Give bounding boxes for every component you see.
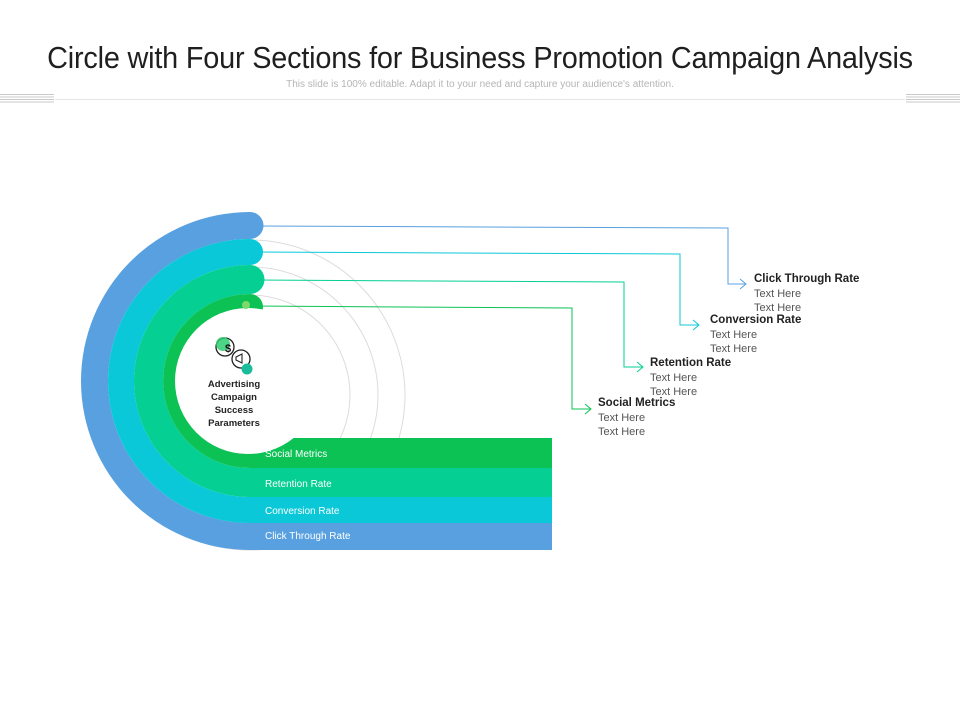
arrowhead-conversion-rate xyxy=(692,319,700,331)
center-label: Advertising Campaign Success Parameters xyxy=(208,379,260,429)
arc-retention-rate xyxy=(134,265,552,497)
connector-click-through-rate xyxy=(249,225,745,285)
callout-retention-rate: Retention Rate Text Here Text Here xyxy=(650,357,731,398)
callout-text: Text Here xyxy=(650,386,697,398)
page-subtitle: This slide is 100% editable. Adapt it to… xyxy=(286,79,674,90)
page-title: Circle with Four Sections for Business P… xyxy=(47,40,913,75)
callout-click-through-rate: Click Through Rate Text Here Text Here xyxy=(754,273,859,314)
header-rule xyxy=(55,99,905,100)
svg-text:$: $ xyxy=(225,343,231,355)
bar-label-social-metrics: Social Metrics xyxy=(265,449,327,460)
callout-title: Retention Rate xyxy=(650,357,731,369)
bar-label-conversion-rate: Conversion Rate xyxy=(265,506,340,517)
arc-social-metrics xyxy=(163,294,552,468)
header-decor-right xyxy=(906,94,960,104)
arrowhead-social-metrics xyxy=(584,403,592,415)
callout-text: Text Here xyxy=(754,288,801,300)
dollar-megaphone-chat-icon: $ xyxy=(215,337,253,375)
center-circle xyxy=(175,308,321,454)
callout-title: Social Metrics xyxy=(598,397,675,409)
connector-retention-rate xyxy=(249,279,642,368)
callout-conversion-rate: Conversion Rate Text Here Text Here xyxy=(710,314,801,355)
arrowhead-click-through-rate xyxy=(739,278,747,290)
connector-social-metrics xyxy=(247,305,590,410)
center-line-2: Campaign xyxy=(211,392,257,403)
connector-conversion-rate xyxy=(249,251,698,326)
callout-text: Text Here xyxy=(710,343,757,355)
center-line-3: Success xyxy=(215,405,254,416)
callout-text: Text Here xyxy=(710,329,757,341)
header-decor-left xyxy=(0,94,54,104)
callout-social-metrics: Social Metrics Text Here Text Here xyxy=(598,397,675,438)
center-line-1: Advertising xyxy=(208,379,260,390)
callout-text: Text Here xyxy=(598,426,645,438)
bar-label-click-through-rate: Click Through Rate xyxy=(265,531,351,542)
bar-label-retention-rate: Retention Rate xyxy=(265,479,332,490)
callout-text: Text Here xyxy=(598,412,645,424)
callout-text: Text Here xyxy=(650,372,697,384)
callout-title: Click Through Rate xyxy=(754,273,859,285)
connector-start-dot xyxy=(242,301,250,309)
center-line-4: Parameters xyxy=(208,418,260,429)
callout-title: Conversion Rate xyxy=(710,314,801,326)
callout-text: Text Here xyxy=(754,302,801,314)
arrowhead-retention-rate xyxy=(636,361,644,373)
